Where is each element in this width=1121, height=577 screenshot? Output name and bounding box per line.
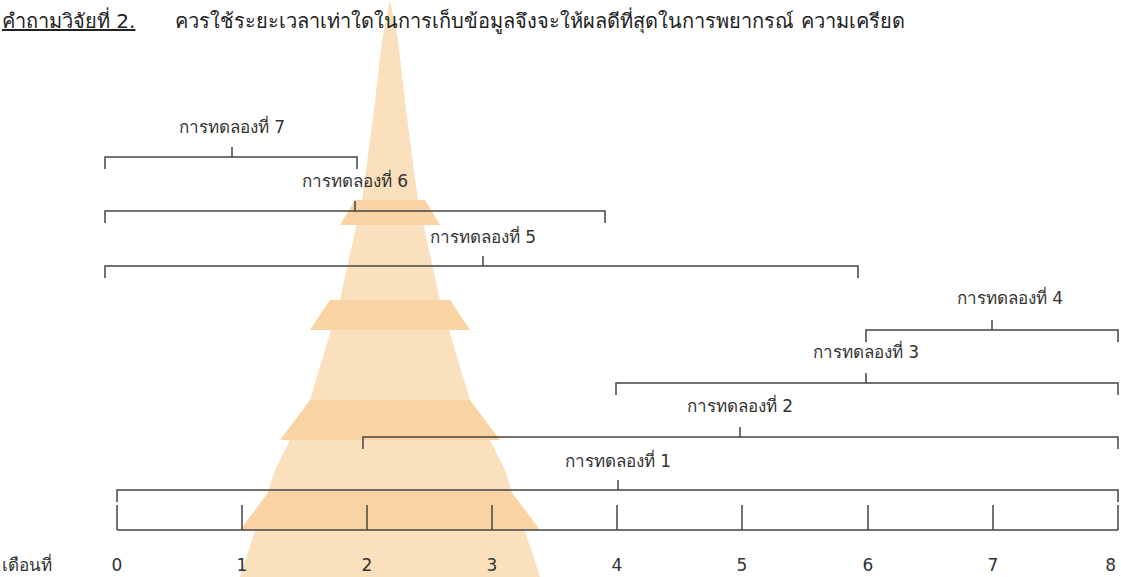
axis-ticks [117, 505, 1118, 530]
bracket [866, 320, 1118, 342]
experiment-label: การทดลองที่ 6 [302, 170, 408, 192]
axis-title: เดือนที่ [2, 554, 52, 576]
month-number: 7 [988, 554, 999, 576]
experiment-brackets [105, 147, 1118, 502]
month-number: 1 [237, 554, 248, 576]
question-text: ควรใช้ระยะเวลาเท่าใดในการเก็บข้อมูลจึงจะ… [175, 9, 904, 33]
question-number: คำถามวิจัยที่ 2. [2, 9, 135, 33]
month-number: 0 [112, 554, 123, 576]
month-number: 8 [1105, 554, 1116, 576]
bracket [363, 427, 1118, 449]
experiment-label: การทดลองที่ 2 [687, 395, 793, 417]
month-number: 4 [612, 554, 623, 576]
month-number: 2 [362, 554, 373, 576]
experiment-label: การทดลองที่ 4 [957, 287, 1063, 309]
month-number: 3 [487, 554, 498, 576]
month-number: 6 [863, 554, 874, 576]
bracket [105, 201, 605, 223]
bracket [616, 373, 1118, 395]
experiment-label: การทดลองที่ 5 [430, 226, 536, 248]
question-heading: คำถามวิจัยที่ 2. ควรใช้ระยะเวลาเท่าใดในกา… [2, 4, 1114, 38]
experiment-label: การทดลองที่ 1 [565, 450, 671, 472]
bracket [105, 256, 858, 278]
bracket [117, 480, 1118, 502]
experiment-label: การทดลองที่ 7 [179, 116, 285, 138]
experiment-label: การทดลองที่ 3 [813, 341, 919, 363]
month-axis [117, 505, 1118, 530]
month-number: 5 [737, 554, 748, 576]
bracket [105, 147, 357, 169]
